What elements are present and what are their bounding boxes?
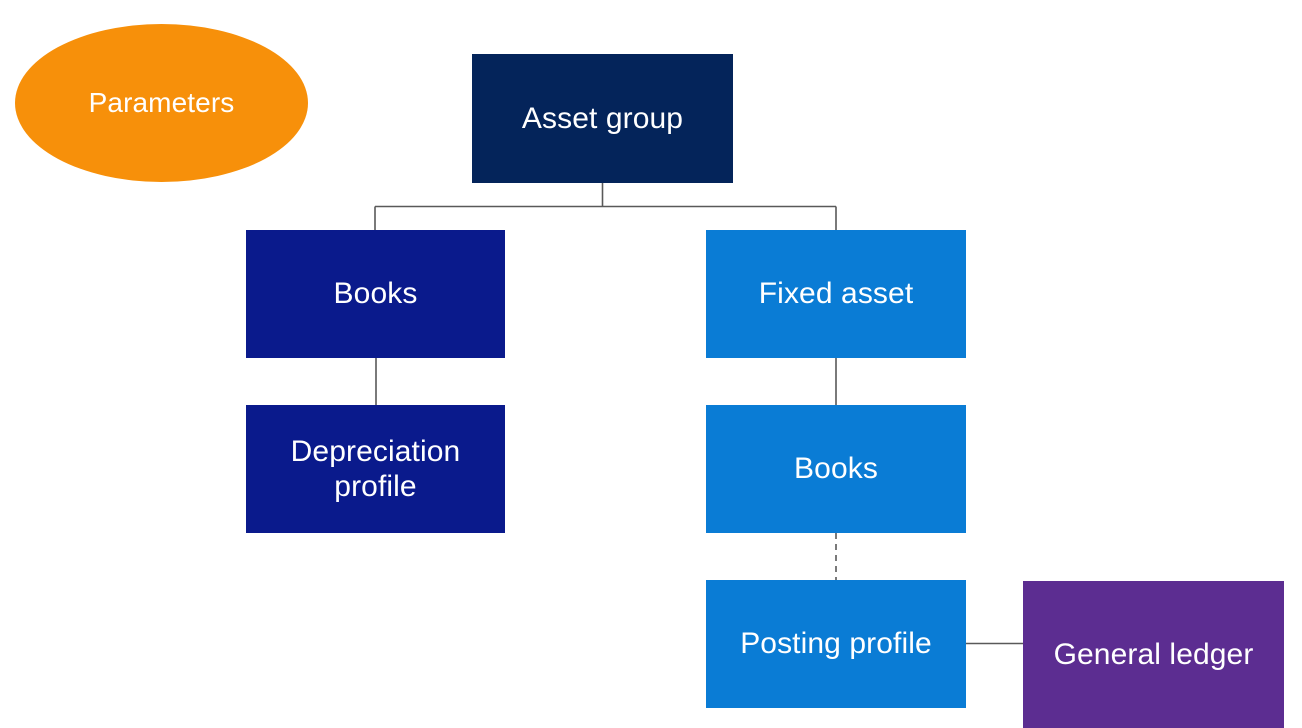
- node-depreciation-profile-label: Depreciation profile: [290, 434, 461, 503]
- node-fixed-asset-label: Fixed asset: [758, 277, 914, 311]
- node-asset-group[interactable]: Asset group: [472, 54, 733, 183]
- node-parameters-label: Parameters: [88, 87, 235, 119]
- node-parameters[interactable]: Parameters: [15, 24, 308, 182]
- node-depreciation-profile[interactable]: Depreciation profile: [246, 405, 505, 533]
- node-fixed-asset[interactable]: Fixed asset: [706, 230, 966, 358]
- node-general-ledger-label: General ledger: [1053, 637, 1254, 671]
- node-asset-group-label: Asset group: [521, 101, 684, 135]
- node-posting-profile[interactable]: Posting profile: [706, 580, 966, 708]
- node-posting-profile-label: Posting profile: [740, 627, 932, 661]
- node-books-left-label: Books: [333, 277, 418, 311]
- node-books-right-label: Books: [794, 452, 878, 486]
- node-books-left[interactable]: Books: [246, 230, 505, 358]
- node-books-right[interactable]: Books: [706, 405, 966, 533]
- node-general-ledger[interactable]: General ledger: [1023, 581, 1284, 728]
